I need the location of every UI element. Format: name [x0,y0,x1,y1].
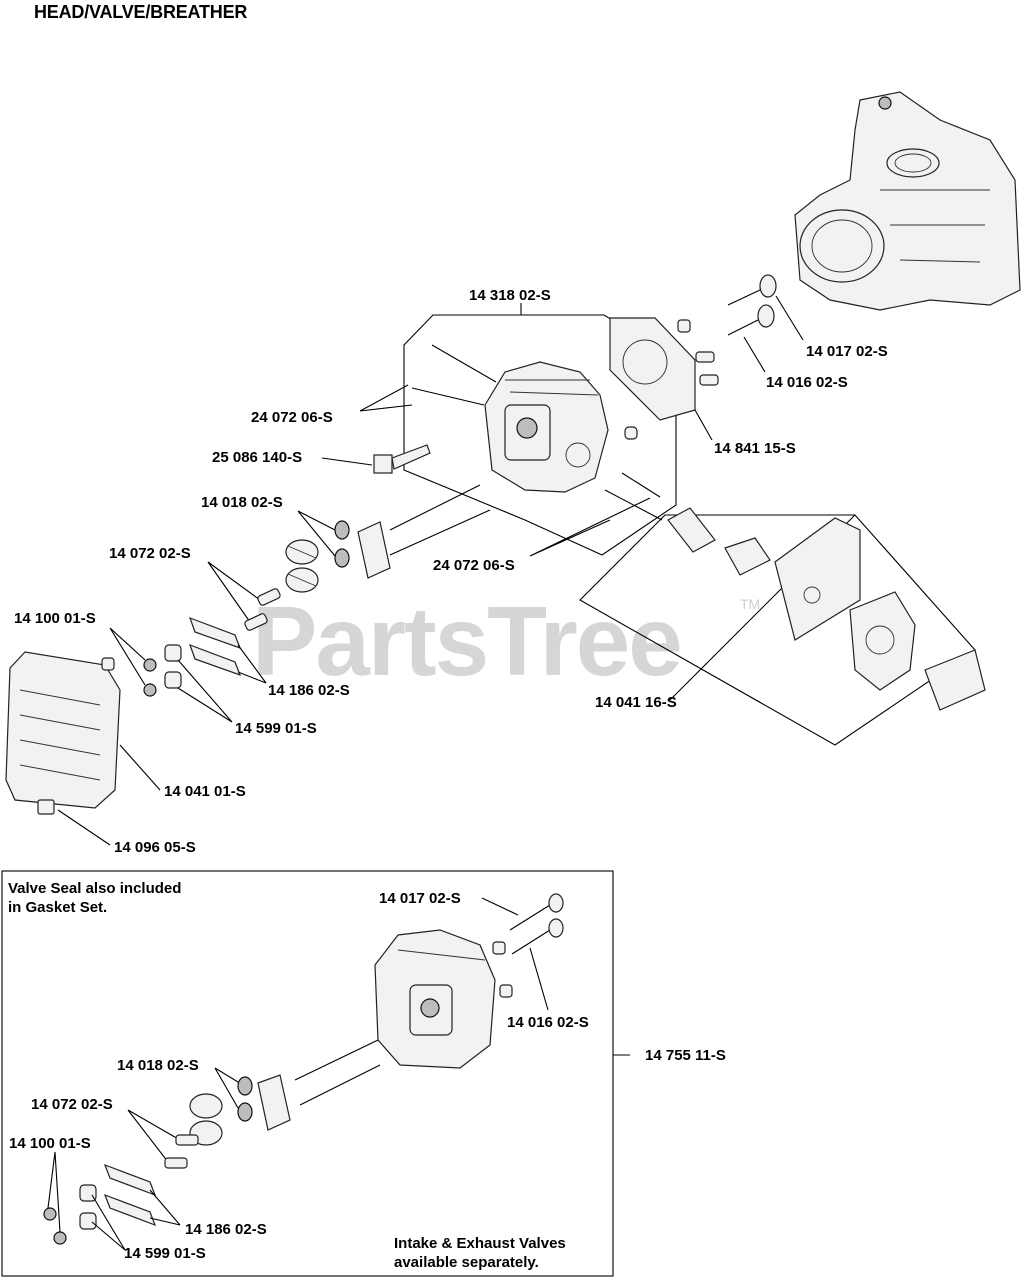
head-gasket-illustration [609,317,696,421]
engine-block-illustration [794,91,1021,311]
callout-carburetor-gasket-kit: 14 041 16-S [595,694,677,711]
diagram-title: HEAD/VALVE/BREATHER [34,2,248,22]
inset-footer-line1: Intake & Exhaust Valves [394,1235,566,1252]
callout-valve-cover-gasket: 14 041 01-S [164,783,246,800]
head-bolt-illustration [373,444,431,474]
callout-rocker-arms: 14 186 02-S [268,682,350,699]
inset-cylinder-head-illustration [374,929,496,1069]
inset-callout-rocker-arms: 14 186 02-S [185,1221,267,1238]
valve-springs-illustration [285,539,319,593]
callout-exhaust-valve: 14 017 02-S [806,343,888,360]
inset-note-line1: Valve Seal also included [8,880,182,897]
callout-valve-train-kit: 14 755 11-S [645,1047,726,1064]
inset-callout-intake-valve: 14 016 02-S [507,1014,589,1031]
inset-callout-rocker-studs: 14 072 02-S [31,1096,113,1113]
inset-note: Valve Seal also included in Gasket Set. [8,879,181,917]
inset-callout-exhaust-valve: 14 017 02-S [379,890,461,907]
callout-cylinder-head: 14 318 02-S [469,287,551,304]
callout-rocker-studs: 14 072 02-S [109,545,191,562]
inset-callout-valve-rotators: 14 018 02-S [117,1057,199,1074]
inset-callout-rocker-pivots: 14 599 01-S [124,1245,206,1262]
callout-rocker-nuts: 14 100 01-S [14,610,96,627]
cylinder-head-illustration [484,361,609,493]
trademark-mark: TM [740,596,761,612]
callout-head-bolt: 25 086 140-S [212,449,303,466]
callout-valve-cover-screw: 14 096 05-S [114,839,196,856]
valve-cover-illustration [5,651,121,809]
inset-note-line2: in Gasket Set. [8,899,108,916]
inset-footer-note: Intake & Exhaust Valves available separa… [394,1234,566,1272]
inset-footer-line2: available separately. [394,1254,539,1271]
callout-head-studs-upper: 24 072 06-S [251,409,333,426]
callout-intake-valve: 14 016 02-S [766,374,848,391]
engine-valves-illustration [695,274,777,386]
partstree-watermark: PartsTree [252,586,683,696]
inset-callout-rocker-nuts: 14 100 01-S [9,1135,91,1152]
callout-head-studs-lower: 24 072 06-S [433,557,515,574]
rocker-arms-illustration [188,616,242,677]
callout-valve-rotators: 14 018 02-S [201,494,283,511]
carburetor-gasket-illustration [667,507,861,641]
callout-rocker-pivots: 14 599 01-S [235,720,317,737]
callout-head-gasket: 14 841 15-S [714,440,796,457]
carburetor-illustration [849,591,986,711]
